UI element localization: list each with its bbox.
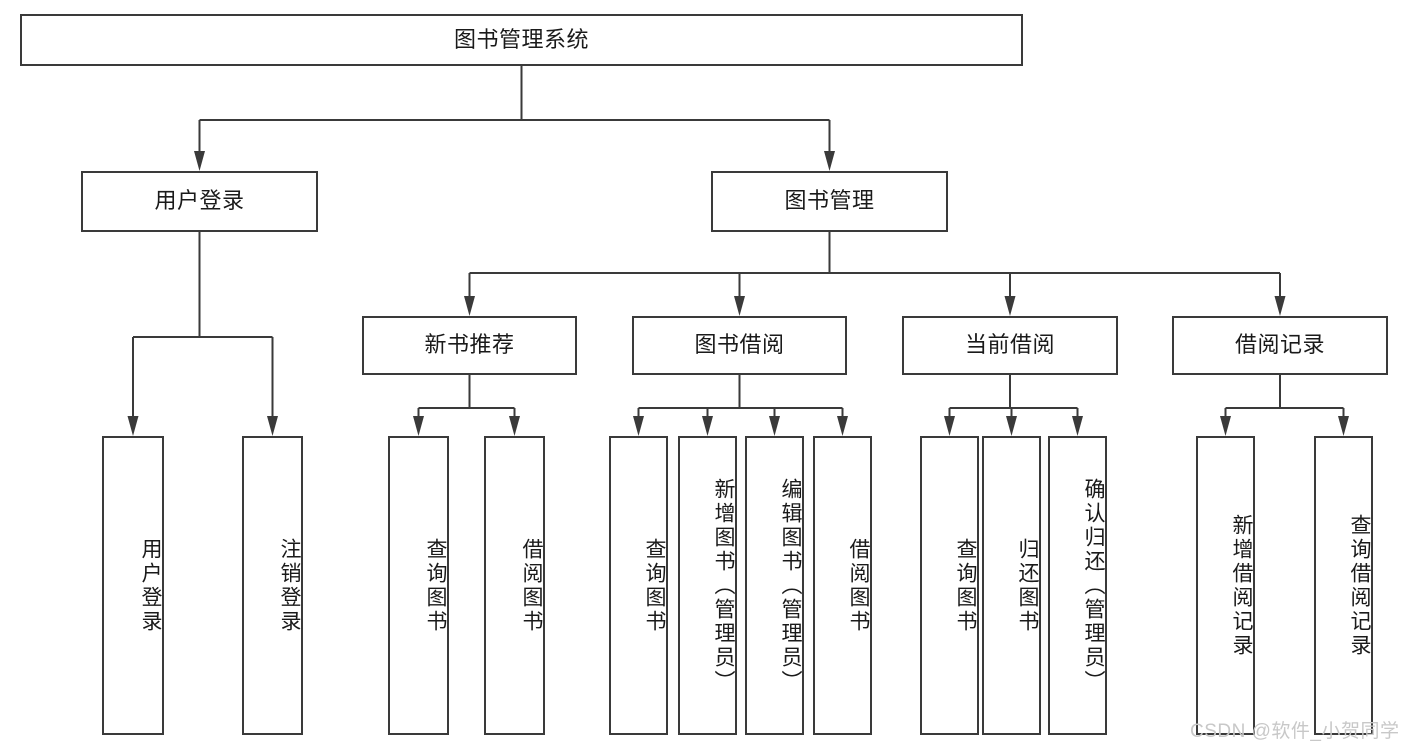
node-label: 编辑图书（管理员） (779, 477, 802, 694)
node-label: 用户登录 (139, 537, 162, 634)
node-root: 图书管理系统 (20, 14, 1023, 66)
node-leaf-edit-book: 编辑图书（管理员） (745, 436, 804, 735)
node-leaf-confirm-return: 确认归还（管理员） (1048, 436, 1107, 735)
node-book-borrow: 图书借阅 (632, 316, 847, 375)
node-label: 用户登录 (154, 188, 245, 214)
node-leaf-user-login: 用户登录 (102, 436, 164, 735)
node-label: 确认归还（管理员） (1082, 477, 1105, 694)
node-label: 借阅图书 (847, 537, 870, 634)
node-label: 查询图书 (954, 537, 977, 634)
node-book-manage: 图书管理 (711, 171, 948, 232)
node-leaf-query-book-2: 查询图书 (609, 436, 668, 735)
node-leaf-add-book: 新增图书（管理员） (678, 436, 737, 735)
node-label: 新书推荐 (424, 332, 515, 358)
node-label: 当前借阅 (964, 332, 1055, 358)
node-leaf-query-book-3: 查询图书 (920, 436, 979, 735)
node-borrow-record: 借阅记录 (1172, 316, 1388, 375)
node-leaf-query-record: 查询借阅记录 (1314, 436, 1373, 735)
node-label: 查询借阅记录 (1348, 513, 1371, 658)
node-label: 图书管理 (784, 188, 875, 214)
node-label: 借阅图书 (520, 537, 543, 634)
node-leaf-query-book-1: 查询图书 (388, 436, 449, 735)
node-current-borrow: 当前借阅 (902, 316, 1118, 375)
node-label: 查询图书 (424, 537, 447, 634)
node-new-book-rec: 新书推荐 (362, 316, 577, 375)
node-leaf-return-book: 归还图书 (982, 436, 1041, 735)
watermark: CSDN @软件_小贺同学 (1190, 721, 1400, 742)
node-leaf-user-logout: 注销登录 (242, 436, 303, 735)
node-label: 新增图书（管理员） (712, 477, 735, 694)
node-leaf-borrow-book-2: 借阅图书 (813, 436, 872, 735)
node-label: 注销登录 (278, 537, 301, 634)
node-label: 新增借阅记录 (1230, 513, 1253, 658)
node-label: 图书管理系统 (453, 26, 589, 52)
node-leaf-borrow-book-1: 借阅图书 (484, 436, 545, 735)
node-label: 借阅记录 (1234, 332, 1325, 358)
node-leaf-add-record: 新增借阅记录 (1196, 436, 1255, 735)
node-label: 查询图书 (643, 537, 666, 634)
node-user-login: 用户登录 (81, 171, 318, 232)
node-label: 归还图书 (1016, 537, 1039, 634)
node-label: 图书借阅 (694, 332, 785, 358)
